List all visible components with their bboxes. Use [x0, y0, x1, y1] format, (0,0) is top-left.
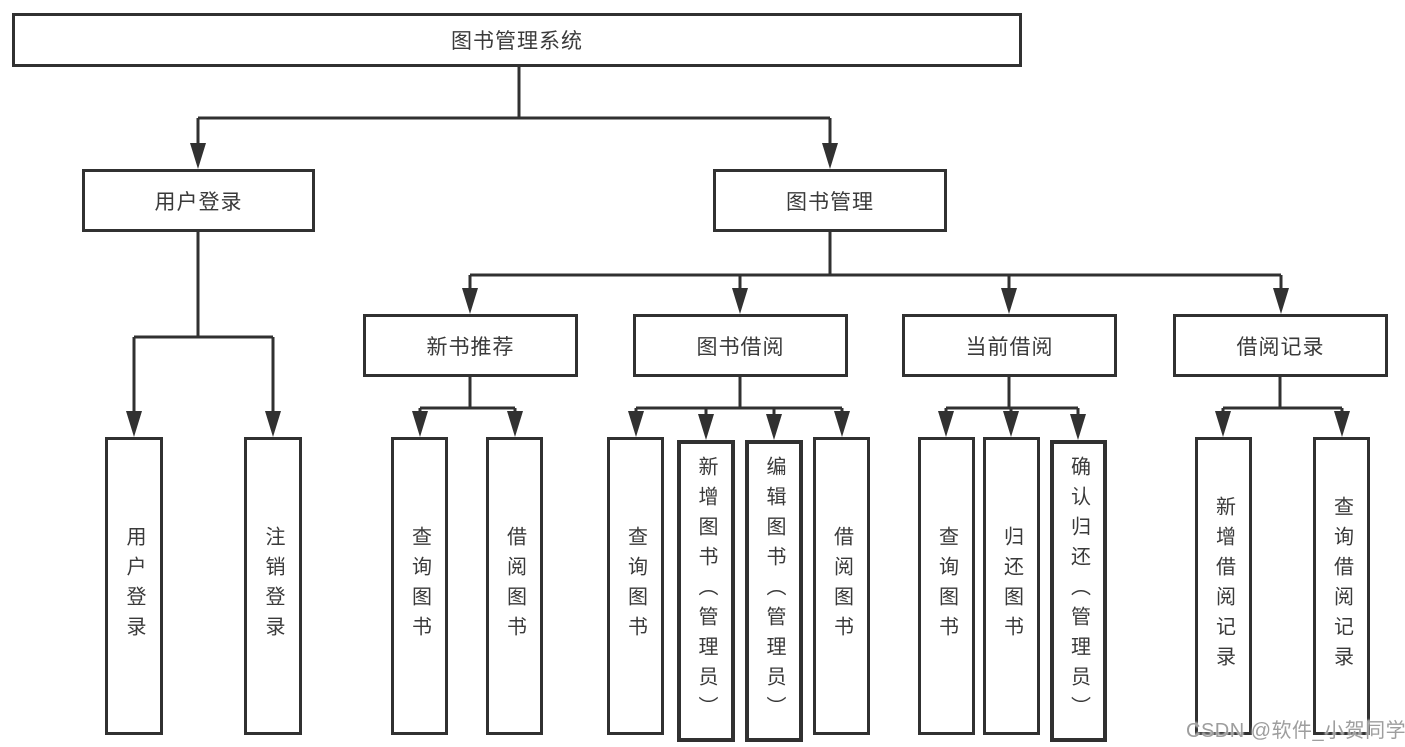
node-book-management: 图书管理	[713, 169, 947, 232]
connector-root-to-level2	[196, 67, 832, 160]
node-borrow-records: 借阅记录	[1173, 314, 1388, 377]
leaf-logout: 注销登录	[244, 437, 302, 735]
leaf-confirm-return-admin: 确认归还（管理员）	[1050, 440, 1107, 742]
watermark: CSDN @软件_小贺同学	[1186, 720, 1405, 742]
connector-book-borrow-children	[634, 377, 844, 430]
leaf-label: 查询图书	[408, 526, 431, 646]
node-new-book-recommend: 新书推荐	[363, 314, 578, 377]
leaf-label: 借阅图书	[830, 526, 853, 646]
leaf-query-borrow-record: 查询借阅记录	[1313, 437, 1370, 735]
leaf-label: 查询图书	[624, 526, 647, 646]
connector-borrow-records-children	[1221, 377, 1344, 428]
leaf-label: 查询借阅记录	[1330, 496, 1353, 676]
leaf-label: 新增借阅记录	[1212, 496, 1235, 676]
node-current-borrow: 当前借阅	[902, 314, 1117, 377]
leaf-label: 用户登录	[123, 526, 145, 646]
leaf-label: 查询图书	[935, 526, 958, 646]
leaf-label: 归还图书	[1000, 526, 1023, 646]
leaf-query-books: 查询图书	[607, 437, 664, 735]
leaf-label: 借阅图书	[503, 526, 526, 646]
leaf-label: 编辑图书（管理员）	[763, 456, 785, 726]
leaf-label: 新增图书（管理员）	[695, 456, 717, 726]
connector-user-login-children	[132, 232, 275, 428]
leaf-label: 注销登录	[262, 526, 284, 646]
leaf-query-books: 查询图书	[918, 437, 975, 735]
leaf-add-books-admin: 新增图书（管理员）	[677, 440, 735, 742]
leaf-add-borrow-record: 新增借阅记录	[1195, 437, 1252, 735]
leaf-label: 确认归还（管理员）	[1067, 456, 1090, 726]
leaf-borrow-books: 借阅图书	[486, 437, 543, 735]
connector-book-management-children	[468, 232, 1283, 305]
leaf-borrow-books: 借阅图书	[813, 437, 870, 735]
node-book-borrow: 图书借阅	[633, 314, 848, 377]
node-user-login: 用户登录	[82, 169, 315, 232]
arrowhead-icons	[126, 143, 1350, 440]
leaf-return-books: 归还图书	[983, 437, 1040, 735]
leaf-query-books: 查询图书	[391, 437, 448, 735]
node-library-management-system: 图书管理系统	[12, 13, 1022, 67]
leaf-user-login: 用户登录	[105, 437, 163, 735]
leaf-edit-books-admin: 编辑图书（管理员）	[745, 440, 803, 742]
connector-new-book-children	[418, 377, 517, 428]
